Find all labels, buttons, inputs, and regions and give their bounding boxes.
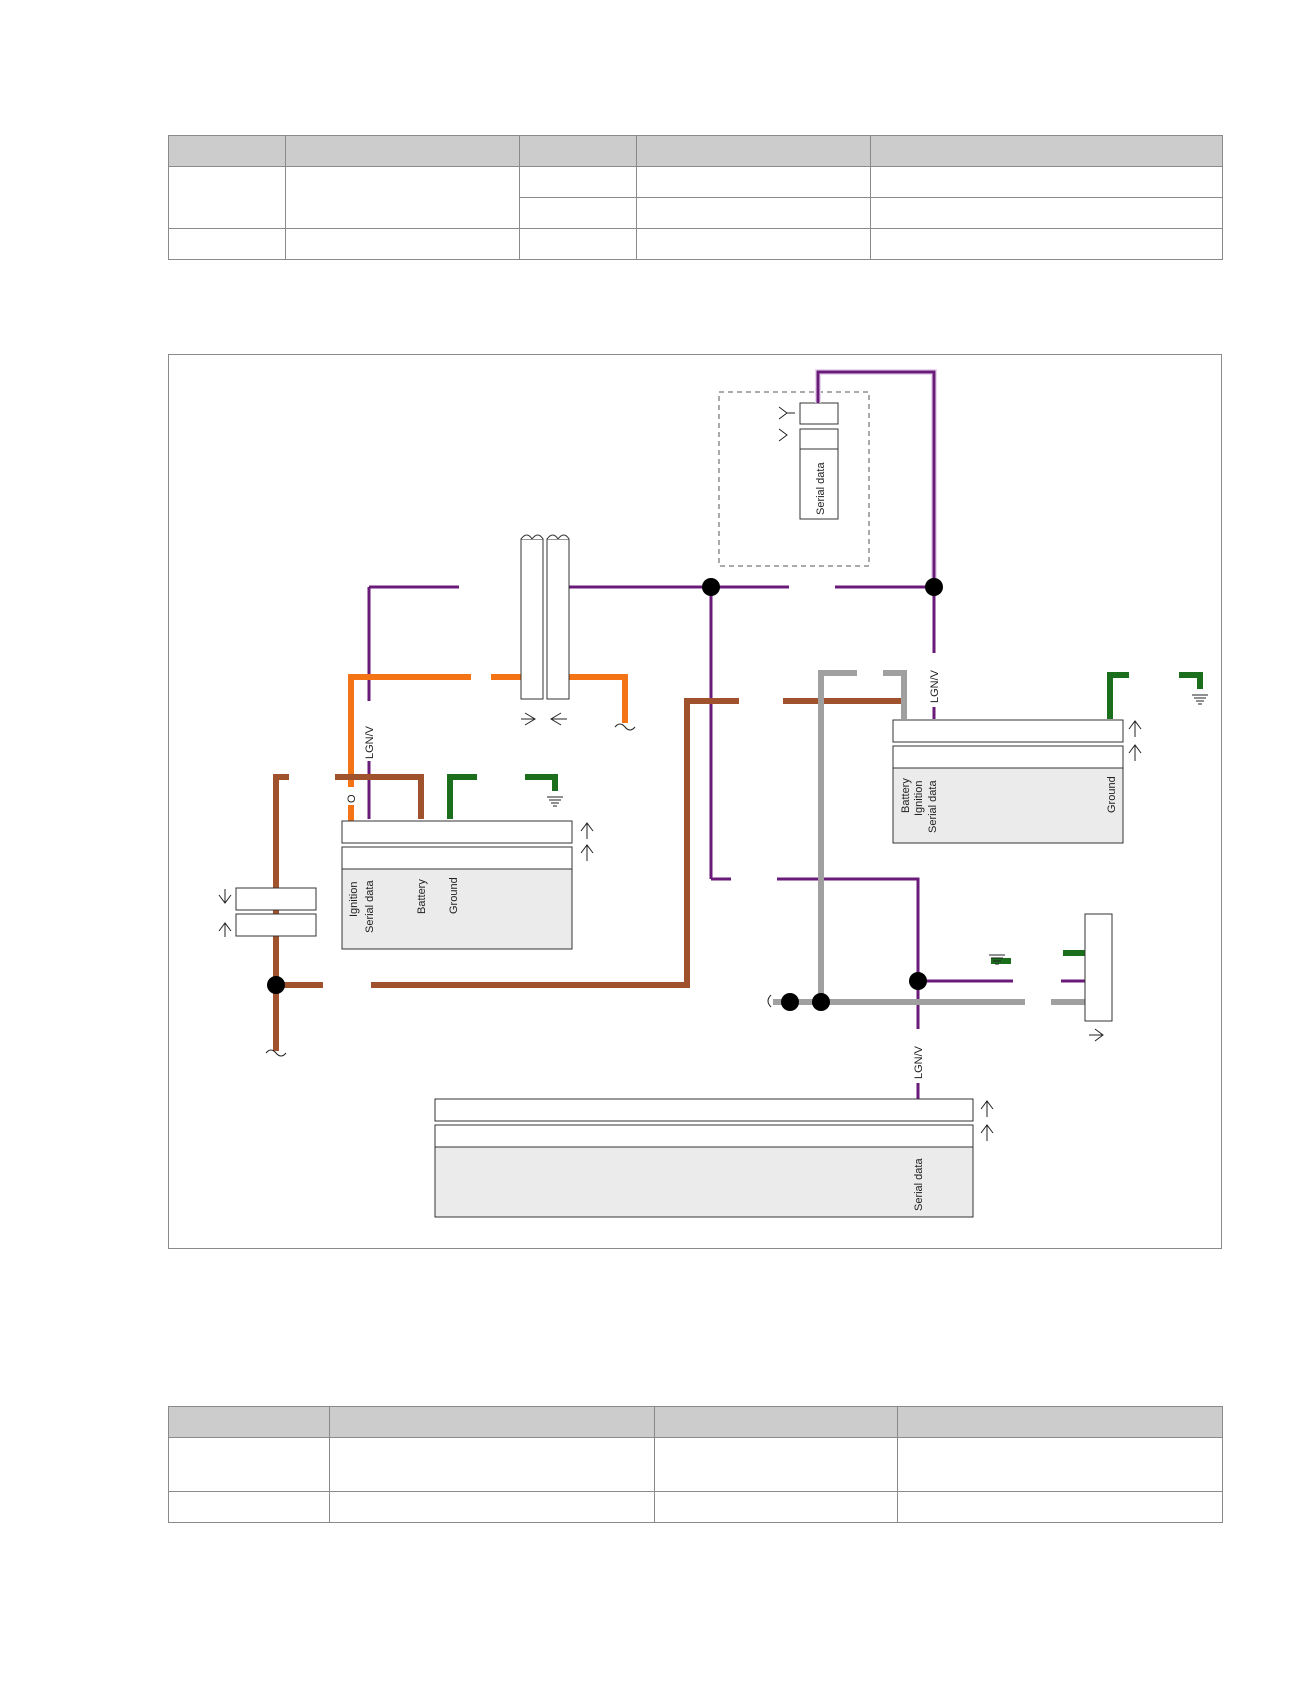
bottom-table: [168, 1406, 1223, 1523]
module-b-serial-label: Serial data: [364, 880, 376, 933]
wiring-diagram: Serial data: [218, 369, 1209, 1218]
bottom-table-header-row: [168, 1406, 1223, 1438]
bottom-table-header: [168, 1406, 330, 1438]
module-d-connector: [434, 1098, 974, 1122]
connector-arrow-icon: [980, 1100, 994, 1141]
connector-arrow-icon: [1128, 720, 1142, 761]
table-cell: [519, 228, 637, 260]
wiring-diagram-frame: Serial data: [168, 354, 1222, 1249]
bottom-table-header: [654, 1406, 898, 1438]
connector-arrow-icon: [778, 406, 795, 442]
inline-connector-left: [235, 887, 317, 937]
top-table-header: [636, 135, 871, 167]
table-cell: [636, 228, 871, 260]
table-cell: [168, 228, 286, 260]
wire-label-lgnv: LGN/V: [913, 1045, 925, 1079]
table-cell: [654, 1491, 898, 1523]
table-cell: [519, 166, 637, 198]
module-b-ignition-label: Ignition: [348, 882, 360, 917]
table-row: [168, 228, 1223, 260]
orange-wire: [348, 674, 628, 821]
splice-connector: [520, 534, 570, 700]
module-b-connector: [341, 820, 573, 844]
table-cell: [168, 166, 286, 229]
top-table-header-row: [168, 135, 1223, 167]
top-table-header: [285, 135, 520, 167]
table-cell: [329, 1491, 655, 1523]
table-cell: [329, 1437, 655, 1492]
table-cell: [636, 197, 871, 229]
bottom-table-header: [897, 1406, 1223, 1438]
table-cell: [168, 1491, 330, 1523]
connector-arrow-icon: [1089, 1028, 1104, 1042]
table-row: [168, 1491, 1223, 1523]
table-row: [168, 166, 1223, 229]
table-cell: [285, 166, 520, 229]
module-a-serial-label: Serial data: [815, 462, 827, 515]
table-cell: [519, 197, 637, 229]
ground-icon: [1191, 694, 1209, 705]
wire-break-icon: [614, 723, 636, 731]
wire-break-icon: [265, 1049, 287, 1057]
module-c-ground-label: Ground: [1106, 776, 1118, 813]
table-cell: [636, 166, 871, 198]
module-b-battery-label: Battery: [416, 879, 428, 914]
wire-label-o: O: [346, 794, 358, 803]
module-a-connector: [799, 402, 839, 425]
bottom-table-header: [329, 1406, 655, 1438]
small-device-block: [1084, 913, 1113, 1022]
top-table-header: [870, 135, 1223, 167]
table-row: [168, 1437, 1223, 1492]
table-cell: [870, 166, 1223, 198]
connector-arrow-icon: [580, 822, 594, 861]
wire-break-icon: [767, 994, 772, 1008]
module-c-serial-label: Serial data: [927, 780, 939, 833]
module-c-ignition-label: Ignition: [913, 781, 925, 816]
table-cell: [897, 1437, 1223, 1492]
table-cell: [654, 1437, 898, 1492]
wire-label-lgnv: LGN/V: [929, 669, 941, 703]
splice-node: [267, 578, 943, 1011]
table-cell: [285, 228, 520, 260]
table-cell: [870, 197, 1223, 229]
wire-label-lgnv: LGN/V: [364, 725, 376, 759]
connector-arrow-icon: [218, 889, 232, 937]
module-c-battery-label: Battery: [900, 778, 912, 813]
top-table-header: [519, 135, 637, 167]
connector-arrow-icon: [521, 712, 567, 726]
top-table-header: [168, 135, 286, 167]
top-table: [168, 135, 1223, 260]
module-a-body: [799, 428, 839, 520]
table-cell: [897, 1491, 1223, 1523]
table-cell: [168, 1437, 330, 1492]
table-cell: [870, 228, 1223, 260]
module-d-serial-label: Serial data: [913, 1158, 925, 1211]
ground-icon: [546, 796, 564, 807]
module-a-dashed-box: [718, 391, 870, 567]
module-b-ground-label: Ground: [448, 877, 460, 914]
module-c-connector: [892, 719, 1124, 743]
